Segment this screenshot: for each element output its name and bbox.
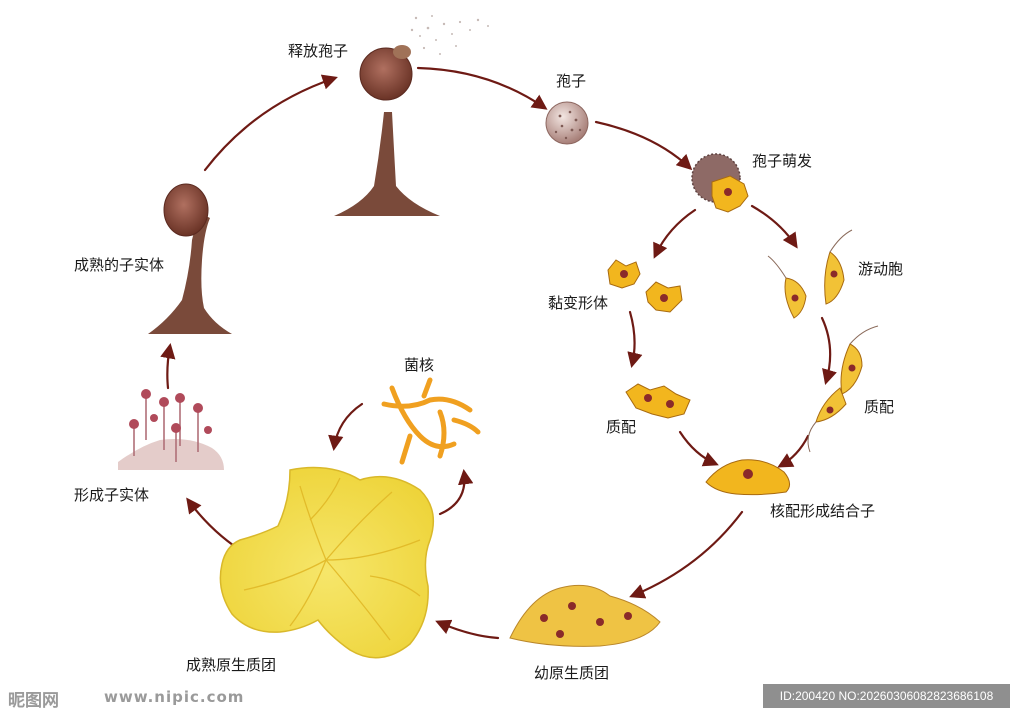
- watermark-site: www.nipic.com: [104, 688, 245, 706]
- label-spore: 孢子: [556, 72, 587, 90]
- arrow-mature-to-sclerotium: [438, 468, 474, 516]
- sclerotium: [381, 377, 481, 465]
- arrow-zygote-to-young: [629, 510, 744, 599]
- germinating-spore: [691, 153, 749, 213]
- plasmogamy-swarm-cells: [807, 325, 879, 453]
- young-plasmodium: [509, 584, 661, 647]
- arrow-spore-to-germination: [594, 120, 693, 171]
- label-spore-germination: 孢子萌发: [752, 152, 813, 170]
- label-release-spores: 释放孢子: [288, 42, 349, 60]
- label-sclerotium: 菌核: [404, 356, 435, 374]
- label-young-plasmodium: 幼原生质团: [534, 664, 610, 682]
- label-plasmogamy-left: 质配: [606, 418, 637, 436]
- arrow-sclerotium-to-mature: [328, 402, 364, 452]
- label-plasmogamy-right: 质配: [864, 398, 895, 416]
- arrow-germination-to-swarm: [750, 204, 798, 249]
- arrow-young-to-mature: [435, 619, 500, 640]
- watermark-id: ID:200420 NO:20260306082823686108: [763, 684, 1010, 708]
- watermark-logo: 昵图网: [8, 691, 59, 711]
- swarm-cells: [767, 229, 853, 319]
- label-zygote: 核配形成结合子: [770, 502, 876, 520]
- arrow-germination-to-myxamoeba: [653, 208, 697, 259]
- arrow-release-to-spore: [416, 66, 548, 110]
- myxamoebae: [607, 259, 683, 313]
- zygote: [705, 459, 790, 496]
- mature-plasmodium: [219, 466, 435, 659]
- arrow-plasmogamy-right-to-zygote: [777, 434, 810, 468]
- arrow-fruiting-to-release: [203, 74, 338, 172]
- arrow-myxamoeba-down: [627, 310, 643, 368]
- label-mature-plasmodium: 成熟原生质团: [186, 656, 277, 674]
- forming-fruiting-bodies: [118, 389, 224, 470]
- plasmogamy-myxamoebae: [625, 383, 691, 419]
- arrow-forming-to-fruiting: [160, 342, 176, 390]
- label-forming-fruiting-body: 形成子实体: [74, 486, 150, 504]
- releasing-spores-sporangium: [334, 15, 489, 216]
- arrow-mature-to-forming: [186, 497, 242, 552]
- arrow-plasmogamy-left-to-zygote: [678, 430, 719, 467]
- mature-fruiting-body: [148, 183, 232, 334]
- arrow-swarm-down: [820, 316, 837, 385]
- label-mature-fruiting-body: 成熟的子实体: [74, 256, 165, 274]
- label-myxamoeba: 黏变形体: [548, 294, 609, 312]
- label-swarm-cell: 游动胞: [858, 260, 904, 278]
- spore: [545, 101, 589, 145]
